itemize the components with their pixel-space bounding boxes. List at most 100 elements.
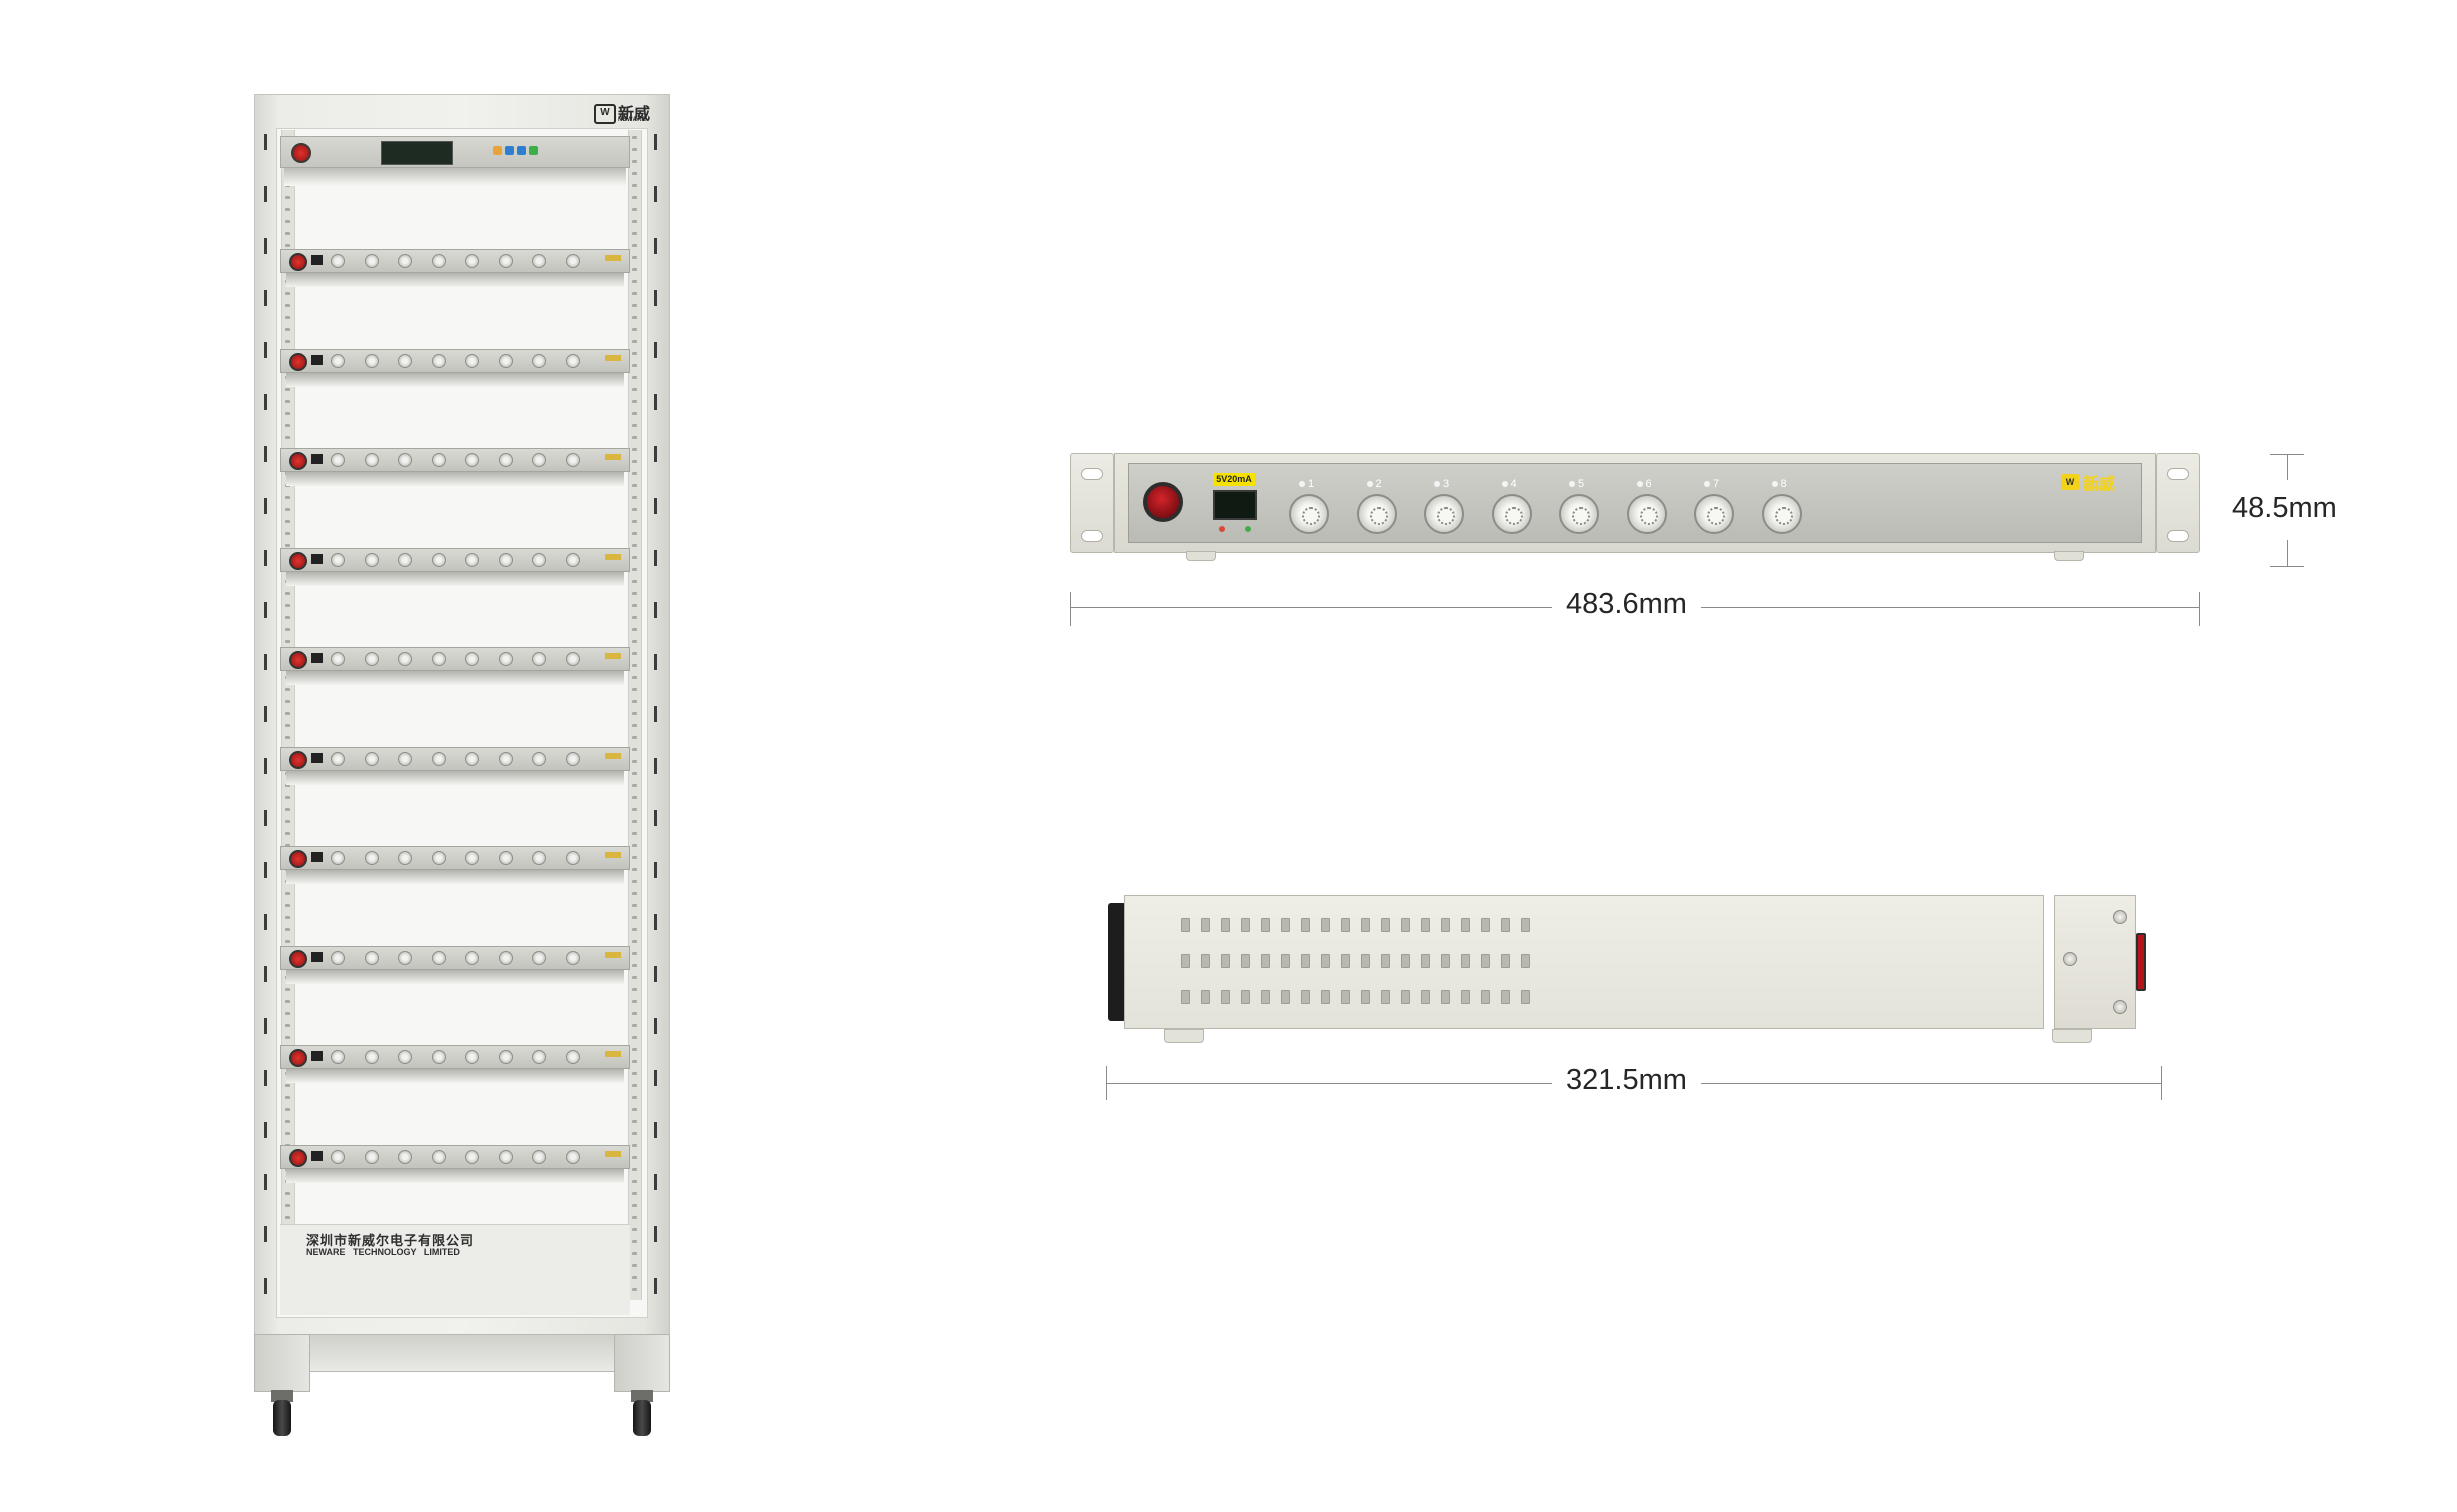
height-dimension-label: 48.5mm: [2232, 492, 2337, 525]
control-key-icon: [517, 146, 526, 155]
rail-hole: [285, 628, 290, 631]
rail-hole: [632, 448, 637, 451]
rack-leg-left: [254, 1334, 310, 1392]
rail-hole: [285, 244, 290, 247]
rail-hole: [632, 364, 637, 367]
module-port-icon: [532, 453, 546, 467]
module-port-icon: [364, 1050, 379, 1064]
module-port-icon: [532, 1149, 546, 1164]
module-port-icon: [364, 552, 379, 567]
rail-hole: [285, 388, 290, 391]
module-power-button: [289, 253, 307, 271]
rail-hole: [632, 712, 637, 715]
rail-hole: [632, 220, 637, 223]
rail-hole: [632, 1144, 637, 1147]
channel-label: 2: [1375, 478, 1382, 490]
rack-test-module: [280, 846, 630, 870]
vent-slot: [1481, 954, 1490, 968]
rail-hole: [632, 304, 637, 307]
rail-hole: [285, 1192, 290, 1195]
module-power-button: [289, 1049, 307, 1067]
vent-slot: [1501, 954, 1510, 968]
rack-side-tick: [264, 654, 267, 670]
module-tag: [605, 354, 621, 361]
module-port-icon: [465, 552, 479, 567]
vent-slot: [1261, 954, 1270, 968]
module-port-icon: [498, 751, 513, 766]
channel-port-icon: [1424, 494, 1464, 534]
rail-hole: [632, 184, 637, 187]
height-dim-line: [2287, 540, 2288, 566]
rail-hole: [632, 196, 637, 199]
vent-slot: [1381, 990, 1390, 1004]
rail-hole: [285, 892, 290, 895]
module-port-icon: [465, 950, 479, 965]
module-port-icon: [532, 552, 546, 567]
rail-hole: [285, 1024, 290, 1027]
module-port-icon: [498, 652, 513, 666]
company-name-en: NEWARE TECHNOLOGY LIMITED: [306, 1247, 460, 1257]
module-power-button: [289, 850, 307, 868]
module-port-icon: [398, 1050, 412, 1064]
rack-side-tick: [654, 550, 657, 566]
left-mounting-ear: [1070, 453, 1114, 553]
channel-label: 6: [1645, 478, 1652, 490]
module-port-icon: [498, 453, 513, 467]
rail-hole: [632, 892, 637, 895]
rack-side-tick: [654, 290, 657, 306]
module-port-icon: [498, 1050, 513, 1064]
height-dim-tick-bottom: [2270, 566, 2304, 567]
rack-logo-cn: 新威: [618, 106, 651, 123]
rail-hole: [632, 1276, 637, 1279]
rack-side-tick: [654, 1122, 657, 1138]
vent-slot: [1501, 990, 1510, 1004]
channel-number: 3: [1434, 478, 1449, 490]
channel-label: 4: [1510, 478, 1517, 490]
rail-hole: [285, 904, 290, 907]
rack-side-tick: [654, 862, 657, 878]
rack-side-tick: [654, 1018, 657, 1034]
rail-hole: [285, 1120, 290, 1123]
rail-hole: [632, 232, 637, 235]
module-tray: [286, 1069, 624, 1083]
rack-side-tick: [264, 134, 267, 150]
rail-hole: [632, 808, 637, 811]
rack-test-module: [280, 647, 630, 671]
module-port-icon: [465, 851, 479, 865]
module-tag: [605, 752, 621, 759]
rail-hole: [632, 1096, 637, 1099]
module-port-icon: [498, 1149, 513, 1164]
rack-side-tick: [264, 394, 267, 410]
rail-hole: [632, 1024, 637, 1027]
rack-bottom-panel: [280, 1224, 630, 1315]
vent-slot: [1361, 954, 1370, 968]
module-tag: [605, 951, 621, 958]
module-port-icon: [532, 1050, 546, 1064]
channel-port-icon: [1626, 494, 1667, 534]
module-power-button: [289, 949, 307, 968]
vent-slot: [1321, 918, 1330, 932]
front-logo-en: NEWARE: [2083, 487, 2110, 493]
vent-slot: [1461, 990, 1470, 1004]
channel-led-icon: [1569, 481, 1575, 487]
rack-interior: [276, 128, 648, 1318]
module-port-icon: [331, 552, 345, 567]
rail-hole: [632, 796, 637, 799]
rail-hole: [632, 616, 637, 619]
rail-hole: [632, 1120, 637, 1123]
rail-hole: [632, 496, 637, 499]
channel-number: 1: [1299, 478, 1314, 490]
rail-hole: [632, 568, 637, 571]
rack-side-tick: [654, 134, 657, 150]
depth-dim-tick-right: [2161, 1066, 2162, 1100]
vent-slot: [1181, 954, 1190, 968]
rail-hole: [632, 484, 637, 487]
rail-hole: [632, 1252, 637, 1255]
control-lcd-display: [381, 141, 453, 165]
module-tag: [605, 454, 621, 460]
vent-slot: [1501, 918, 1510, 932]
rail-hole: [632, 520, 637, 523]
vent-slot: [1481, 918, 1490, 932]
rail-hole: [285, 640, 290, 643]
